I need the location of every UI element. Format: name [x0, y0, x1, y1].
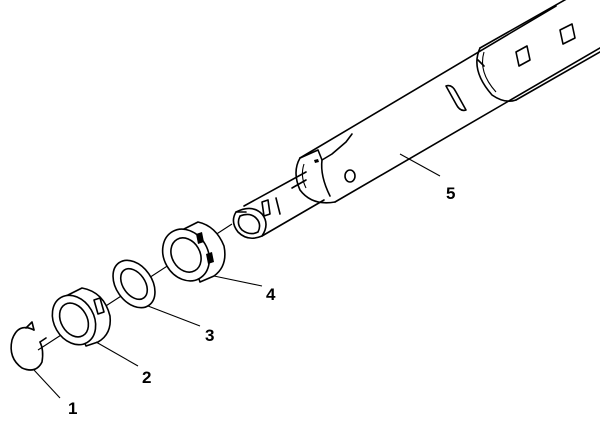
part-5-outer-tube [295, 0, 600, 204]
callout-1: 1 [68, 399, 77, 418]
callout-5: 5 [446, 184, 455, 203]
part-2-retainer [51, 287, 139, 367]
part-3-washer [112, 259, 201, 327]
part-1-snap-ring [10, 321, 61, 399]
callout-3: 3 [205, 326, 214, 345]
inner-shaft [232, 171, 325, 240]
callout-2: 2 [142, 368, 151, 387]
callout-4: 4 [266, 285, 276, 304]
part-4-bearing [161, 221, 263, 287]
